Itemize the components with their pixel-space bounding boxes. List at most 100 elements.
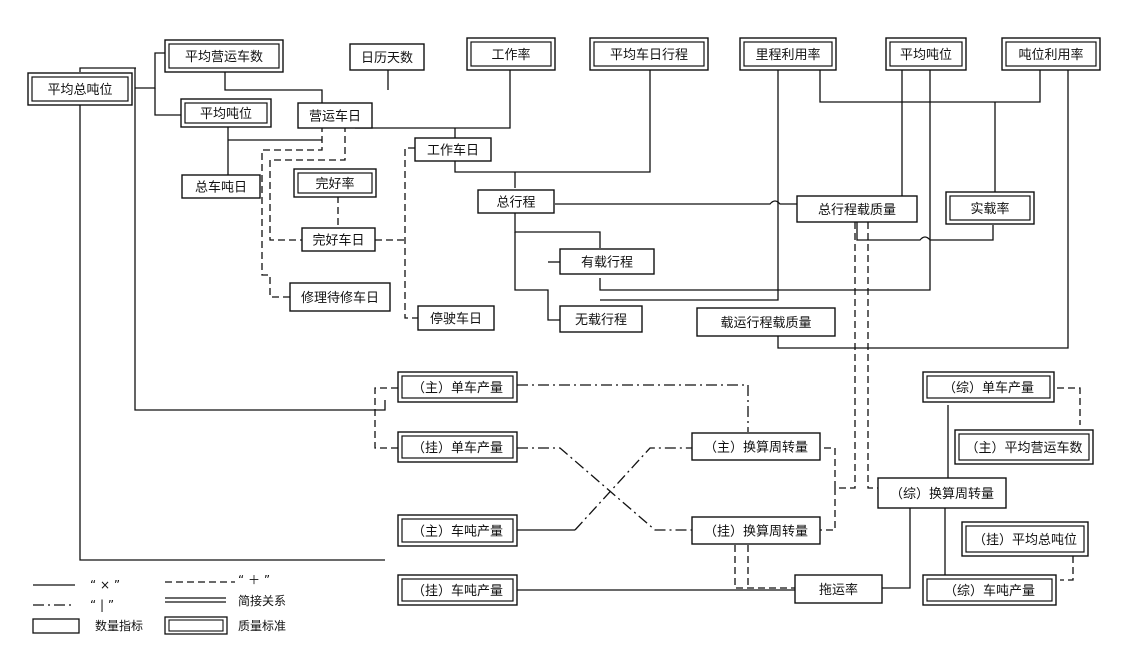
- node-trailer-avg-total-ton-inner-frame: [965, 525, 1085, 553]
- edge-comp-turnover-to-tow: [882, 508, 911, 589]
- indicator-boxes: 平均总吨位平均营运车数日历天数工作率平均车日行程里程利用率平均吨位吨位利用率平均…: [27, 37, 1101, 606]
- legend-dashdot-label: “ | ”: [90, 598, 114, 612]
- legend-double-box-outer: [164, 616, 228, 635]
- node-trailer-per-vehicle-frame: [397, 431, 518, 463]
- node-main-avg-vehicles-label: （主）平均营运车数: [965, 440, 1082, 456]
- node-operating-days-label: 营运车日: [309, 109, 361, 125]
- node-main-conv-turnover: （主）换算周转量: [691, 432, 821, 461]
- node-empty-distance-label: 无载行程: [575, 313, 627, 328]
- legend-single-box: [32, 618, 80, 634]
- edge-dash-main-to-trailer-turnover: [820, 488, 836, 531]
- node-trailer-conv-turnover-frame: [691, 516, 821, 545]
- node-main-per-vehicle-label: （主）单车产量: [412, 380, 503, 396]
- node-main-ton-output: （主）车吨产量: [397, 514, 518, 547]
- node-avg-vehicles: 平均营运车数: [164, 39, 284, 73]
- node-work-rate-frame: [466, 37, 556, 71]
- node-main-conv-turnover-label: （主）换算周转量: [704, 441, 808, 456]
- edge-to-empty-distance: [514, 232, 560, 321]
- edge-avg-total-ton-to-bottom: [79, 105, 385, 561]
- node-stop-days: 停驶车日: [417, 305, 495, 331]
- node-main-per-vehicle: （主）单车产量: [397, 371, 518, 403]
- node-repair-days: 修理待修车日: [289, 282, 391, 312]
- node-avg-total-ton-frame: [27, 72, 133, 106]
- node-comp-ton-output-frame: [922, 574, 1057, 606]
- node-total-distance-frame: [477, 189, 555, 214]
- edge-dash-trailer-ton-to-comp-output: [1060, 556, 1074, 581]
- node-work-rate-label: 工作率: [491, 47, 530, 63]
- node-loaded-capacity: 载运行程载质量: [696, 307, 836, 337]
- edge-bracket-avg-ton-left: [154, 88, 181, 116]
- node-vehicle-ton-days-frame: [181, 174, 261, 199]
- node-tow-rate-label: 拖运率: [819, 582, 858, 598]
- edge-dash-trailer-turnover-to-tow: [734, 545, 795, 589]
- node-avg-daily-distance-label: 平均车日行程: [610, 47, 688, 63]
- node-mileage-util-label: 里程利用率: [755, 47, 820, 63]
- legend-double-line-label: 简接关系: [238, 593, 286, 608]
- node-stop-days-frame: [417, 305, 495, 331]
- legend-double-box-label: 质量标准: [238, 619, 286, 633]
- node-tow-rate: 拖运率: [794, 574, 883, 604]
- node-comp-ton-output: （综）车吨产量: [922, 574, 1057, 606]
- node-avg-ton-frame: [885, 37, 967, 71]
- node-trailer-ton-output-label: （挂）车吨产量: [412, 583, 503, 599]
- node-comp-per-vehicle-inner-frame: [926, 375, 1051, 399]
- node-avg-ton-inner-frame: [889, 41, 963, 67]
- node-actual-load-rate-frame: [945, 191, 1035, 225]
- node-total-load-capacity-label: 总行程载质量: [818, 203, 896, 218]
- node-total-load-capacity: 总行程载质量: [796, 195, 918, 223]
- node-main-ton-output-inner-frame: [401, 518, 514, 543]
- node-avg-total-ton-label: 平均总吨位: [47, 83, 112, 98]
- node-comp-conv-turnover: （综）换算周转量: [877, 477, 1007, 509]
- node-actual-load-rate-inner-frame: [949, 195, 1031, 221]
- node-work-days-frame: [414, 137, 492, 162]
- node-work-rate-inner-frame: [470, 41, 552, 67]
- node-work-days-label: 工作车日: [427, 143, 479, 159]
- node-trailer-ton-output-inner-frame: [401, 578, 514, 602]
- edge-work-days-to-avg-distance: [454, 70, 651, 173]
- node-good-rate-inner-frame: [297, 172, 373, 194]
- node-good-days-label: 完好车日: [312, 233, 364, 249]
- node-main-avg-vehicles: （主）平均营运车数: [954, 429, 1094, 465]
- node-comp-per-vehicle: （综）单车产量: [922, 371, 1055, 403]
- node-ton-util-frame: [1001, 37, 1101, 71]
- node-calendar-days: 日历天数: [349, 43, 425, 71]
- node-avg-daily-distance-frame: [589, 37, 709, 71]
- node-avg-ton-label: 平均吨位: [900, 48, 952, 63]
- node-avg-vehicles-frame: [164, 39, 284, 73]
- node-good-days-frame: [301, 227, 376, 252]
- node-mileage-util: 里程利用率: [739, 37, 837, 71]
- legend: “ × ” “ ＋ ” “ | ” 简接关系 数量指标 质量标准: [32, 573, 286, 635]
- legend-solid-label: “ × ”: [90, 578, 120, 592]
- node-comp-per-vehicle-label: （综）单车产量: [943, 380, 1034, 396]
- node-ton-util-label: 吨位利用率: [1018, 47, 1083, 63]
- node-total-distance: 总行程: [477, 189, 555, 214]
- node-actual-load-rate: 实载率: [945, 191, 1035, 225]
- node-avg-ton-left-frame: [180, 98, 272, 128]
- edge-dash-capacity-to-conversion: [820, 222, 856, 489]
- node-empty-distance: 无载行程: [559, 305, 643, 333]
- node-comp-ton-output-inner-frame: [926, 578, 1053, 602]
- node-operating-days: 营运车日: [297, 102, 373, 129]
- node-avg-total-ton-inner-frame: [31, 76, 129, 102]
- node-mileage-util-frame: [739, 37, 837, 71]
- node-vehicle-ton-days-label: 总车吨日: [195, 180, 247, 196]
- node-loaded-capacity-label: 载运行程载质量: [720, 316, 811, 331]
- node-main-per-vehicle-inner-frame: [401, 375, 514, 399]
- edge-dash-op-days-to-repair: [261, 125, 323, 298]
- node-empty-distance-frame: [559, 305, 643, 333]
- node-calendar-days-frame: [349, 43, 425, 71]
- node-good-days: 完好车日: [301, 227, 376, 252]
- node-avg-ton-left: 平均吨位: [180, 98, 272, 128]
- node-main-ton-output-label: （主）车吨产量: [412, 524, 503, 540]
- node-comp-conv-turnover-label: （综）换算周转量: [890, 487, 994, 502]
- node-loaded-distance-label: 有载行程: [581, 256, 633, 271]
- edge-dash-main-trailer-output: [374, 387, 398, 449]
- node-trailer-avg-total-ton-frame: [961, 521, 1089, 557]
- node-avg-daily-distance-inner-frame: [593, 41, 705, 67]
- node-vehicle-ton-days: 总车吨日: [181, 174, 261, 199]
- node-work-rate: 工作率: [466, 37, 556, 71]
- node-loaded-capacity-frame: [696, 307, 836, 337]
- edge-dash-comp-output-to-main-vehicles: [1057, 387, 1081, 425]
- node-trailer-conv-turnover: （挂）换算周转量: [691, 516, 821, 545]
- node-good-rate-label: 完好率: [315, 176, 354, 192]
